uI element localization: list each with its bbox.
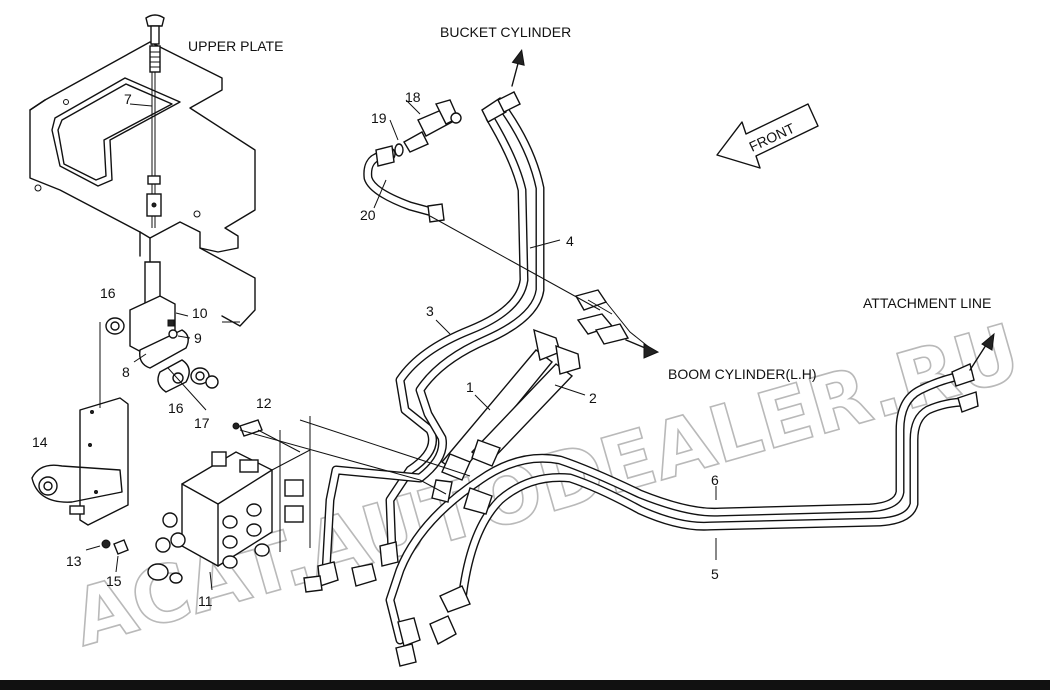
- part-number-7: 7: [124, 91, 132, 107]
- pipe-end-fittings: [303, 91, 979, 667]
- mounting-bracket: [31, 322, 129, 526]
- part-number-13: 13: [66, 553, 82, 569]
- leader-lines: [85, 99, 717, 591]
- part-number-10: 10: [192, 305, 208, 321]
- knob-bolt: [145, 14, 165, 217]
- front-arrow: FRONT: [716, 103, 819, 169]
- part-number-3: 3: [426, 303, 434, 319]
- part-number-15: 15: [106, 573, 122, 589]
- part-number-5: 5: [711, 566, 719, 582]
- part-number-16-top: 16: [100, 285, 116, 301]
- fittings-18-19: [375, 99, 462, 223]
- part-number-12: 12: [256, 395, 272, 411]
- attachment-line-label: ATTACHMENT LINE: [863, 295, 991, 311]
- part-number-4: 4: [566, 233, 574, 249]
- part-number-16-bottom: 16: [168, 400, 184, 416]
- upper-plate: [29, 38, 256, 327]
- bucket-cylinder-label: BUCKET CYLINDER: [440, 24, 571, 40]
- part-number-19: 19: [371, 110, 387, 126]
- direction-arrows: [511, 48, 995, 371]
- part-number-8: 8: [122, 364, 130, 380]
- upper-plate-label: UPPER PLATE: [188, 38, 283, 54]
- bottom-border-band: [0, 680, 1050, 690]
- part-number-2: 2: [589, 390, 597, 406]
- part-number-9: 9: [194, 330, 202, 346]
- control-valve: [147, 416, 311, 584]
- part-number-6: 6: [711, 472, 719, 488]
- link-bracket: [105, 261, 240, 393]
- tee-fittings: [574, 289, 651, 349]
- part-number-1: 1: [466, 379, 474, 395]
- bolts-13-15: [101, 539, 129, 555]
- part-number-14: 14: [32, 434, 48, 450]
- boom-cylinder-label: BOOM CYLINDER(L.H): [668, 366, 817, 382]
- part-number-20: 20: [360, 207, 376, 223]
- pipes: [321, 107, 971, 645]
- front-label: FRONT: [747, 120, 798, 155]
- part-number-11: 11: [198, 593, 213, 609]
- part-number-18: 18: [405, 89, 421, 105]
- boom-hoses: [431, 328, 581, 515]
- part-number-17: 17: [194, 415, 210, 431]
